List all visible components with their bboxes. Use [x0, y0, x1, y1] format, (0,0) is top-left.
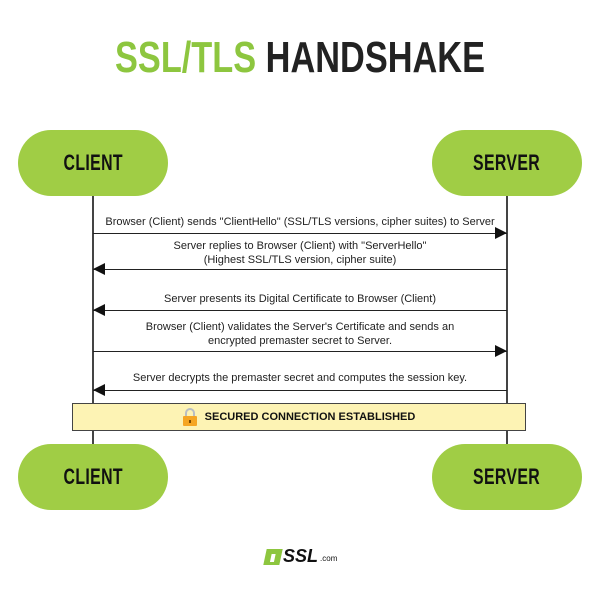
client-label-bottom: CLIENT: [63, 464, 123, 489]
message-premaster: Browser (Client) validates the Server's …: [93, 320, 507, 348]
message-premaster-line1: Browser (Client) validates the Server's …: [145, 321, 455, 333]
arrow-left-2: [93, 263, 507, 275]
message-client-hello: Browser (Client) sends "ClientHello" (SS…: [105, 216, 495, 228]
title-accent: SSL/TLS: [115, 33, 257, 82]
message-certificate: Server presents its Digital Certificate …: [163, 293, 437, 305]
page-title: SSL/TLS HANDSHAKE: [66, 30, 534, 86]
banner-label: SECURED CONNECTION ESTABLISHED: [204, 411, 416, 423]
message-server-hello: Server replies to Browser (Client) with …: [93, 239, 507, 267]
message-premaster-line2: encrypted premaster secret to Server.: [207, 335, 393, 347]
client-label: CLIENT: [63, 150, 123, 175]
server-label-bottom: SERVER: [473, 464, 541, 489]
logo-suffix: .com: [320, 554, 338, 563]
arrow-right-1: [93, 227, 507, 239]
message-session-key: Server decrypts the premaster secret and…: [132, 372, 468, 384]
lock-icon: [182, 408, 197, 426]
client-lifeline: [92, 195, 94, 445]
client-node-bottom: CLIENT: [18, 444, 168, 510]
ssl-logo-mark-icon: [263, 549, 283, 565]
arrow-left-3: [93, 304, 507, 316]
title-main: HANDSHAKE: [265, 33, 485, 82]
server-label: SERVER: [473, 150, 541, 175]
message-server-hello-line2: (Highest SSL/TLS version, cipher suite): [203, 254, 397, 266]
message-server-hello-line1: Server replies to Browser (Client) with …: [173, 240, 427, 252]
logo-brand: SSL: [283, 546, 319, 566]
server-node-top: SERVER: [432, 130, 582, 196]
server-node-bottom: SERVER: [432, 444, 582, 510]
secured-connection-banner: SECURED CONNECTION ESTABLISHED: [72, 403, 526, 431]
server-lifeline: [506, 195, 508, 445]
arrow-left-5: [93, 384, 507, 396]
ssl-logo: SSL .com: [263, 546, 338, 566]
client-node-top: CLIENT: [18, 130, 168, 196]
arrow-right-4: [93, 345, 507, 357]
